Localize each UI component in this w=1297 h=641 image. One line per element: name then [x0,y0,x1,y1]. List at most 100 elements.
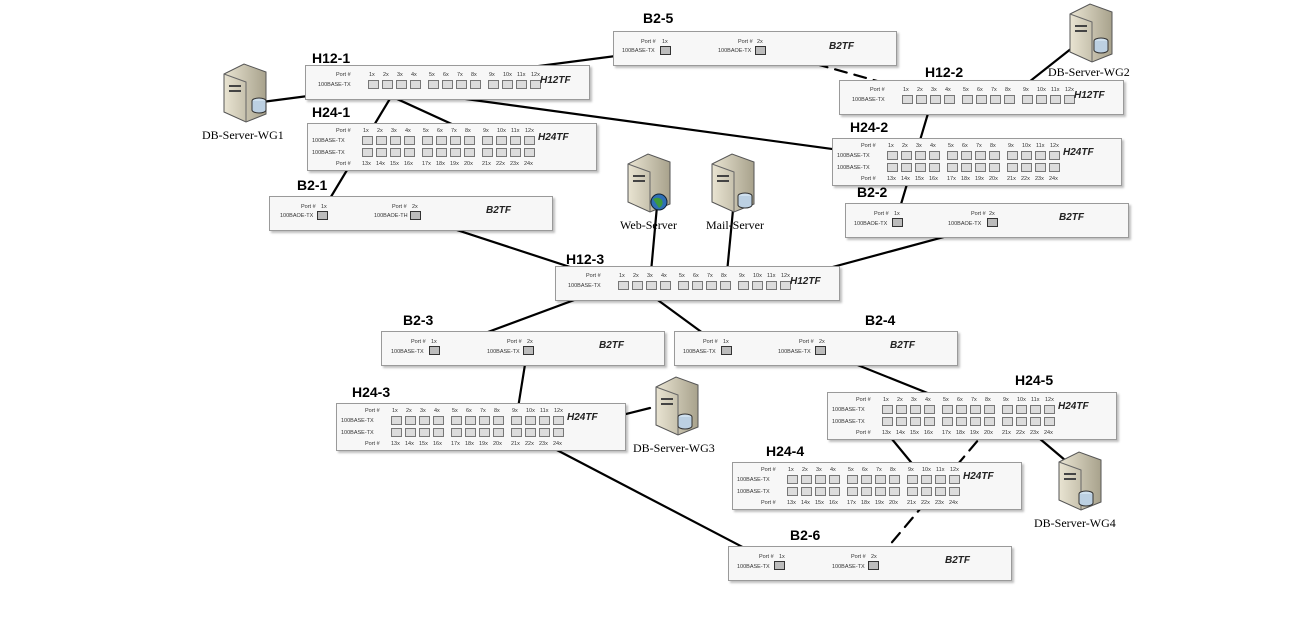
port[interactable] [1021,151,1032,160]
port[interactable] [539,428,550,437]
port[interactable] [482,148,493,157]
port[interactable] [1035,163,1046,172]
port[interactable] [433,428,444,437]
port[interactable] [738,281,749,290]
port[interactable] [916,95,927,104]
port[interactable] [482,136,493,145]
port[interactable] [766,281,777,290]
port-2x[interactable] [523,346,534,355]
port-1x[interactable] [429,346,440,355]
port[interactable] [815,487,826,496]
port[interactable] [1007,151,1018,160]
port[interactable] [942,417,953,426]
mail-server-icon[interactable] [706,150,758,219]
port-1x[interactable] [892,218,903,227]
port[interactable] [930,95,941,104]
port[interactable] [390,136,401,145]
port[interactable] [1049,151,1060,160]
port[interactable] [861,475,872,484]
port-2x[interactable] [410,211,421,220]
port[interactable] [882,417,893,426]
port[interactable] [889,475,900,484]
port[interactable] [1064,95,1075,104]
switch-b2-4[interactable]: Port # 1x 100BASE-TX Port # 2x 100BASE-T… [674,331,958,366]
port-1x[interactable] [317,211,328,220]
port[interactable] [516,80,527,89]
port[interactable] [1030,417,1041,426]
port[interactable] [553,428,564,437]
port[interactable] [910,417,921,426]
port[interactable] [391,428,402,437]
port[interactable] [692,281,703,290]
port[interactable] [368,80,379,89]
port[interactable] [815,475,826,484]
port[interactable] [502,80,513,89]
port[interactable] [896,405,907,414]
port[interactable] [956,417,967,426]
switch-b2-1[interactable]: Port # 1x 100BAOE-TX Port # 2x 100BAOE-T… [269,196,553,231]
port[interactable] [376,136,387,145]
switch-b2-2[interactable]: Port # 1x 100BAOE-TX Port # 2x 100BAOE-T… [845,203,1129,238]
port[interactable] [847,475,858,484]
port[interactable] [961,163,972,172]
port-1x[interactable] [660,46,671,55]
port[interactable] [915,151,926,160]
port[interactable] [428,80,439,89]
switch-b2-5[interactable]: Port # 1x 100BASE-TX Port # 2x 100BAOE-T… [613,31,897,66]
port[interactable] [949,487,960,496]
port[interactable] [901,151,912,160]
port[interactable] [915,163,926,172]
port[interactable] [479,416,490,425]
port[interactable] [975,163,986,172]
port[interactable] [465,428,476,437]
port[interactable] [404,148,415,157]
port[interactable] [465,416,476,425]
port[interactable] [935,475,946,484]
port[interactable] [901,163,912,172]
port-2x[interactable] [987,218,998,227]
port[interactable] [875,475,886,484]
port[interactable] [442,80,453,89]
switch-b2-3[interactable]: Port # 1x 100BASE-TX Port # 2x 100BASE-T… [381,331,665,366]
port[interactable] [882,405,893,414]
port[interactable] [404,136,415,145]
port[interactable] [450,148,461,157]
port[interactable] [956,405,967,414]
port[interactable] [419,428,430,437]
port[interactable] [1007,163,1018,172]
port[interactable] [847,487,858,496]
port[interactable] [706,281,717,290]
port[interactable] [419,416,430,425]
port[interactable] [525,416,536,425]
port[interactable] [989,163,1000,172]
port[interactable] [496,136,507,145]
port[interactable] [921,475,932,484]
port[interactable] [493,428,504,437]
port[interactable] [525,428,536,437]
port[interactable] [632,281,643,290]
port[interactable] [829,487,840,496]
database-server-icon[interactable] [1053,448,1105,517]
port-1x[interactable] [721,346,732,355]
port-2x[interactable] [868,561,879,570]
port[interactable] [907,475,918,484]
port[interactable] [887,163,898,172]
port[interactable] [390,148,401,157]
port[interactable] [984,417,995,426]
database-server-icon[interactable] [218,60,270,129]
port[interactable] [376,148,387,157]
port[interactable] [801,475,812,484]
port[interactable] [660,281,671,290]
port[interactable] [989,151,1000,160]
database-server-icon[interactable] [1064,0,1116,69]
port[interactable] [396,80,407,89]
port[interactable] [970,405,981,414]
port[interactable] [470,80,481,89]
port[interactable] [451,428,462,437]
port[interactable] [405,416,416,425]
